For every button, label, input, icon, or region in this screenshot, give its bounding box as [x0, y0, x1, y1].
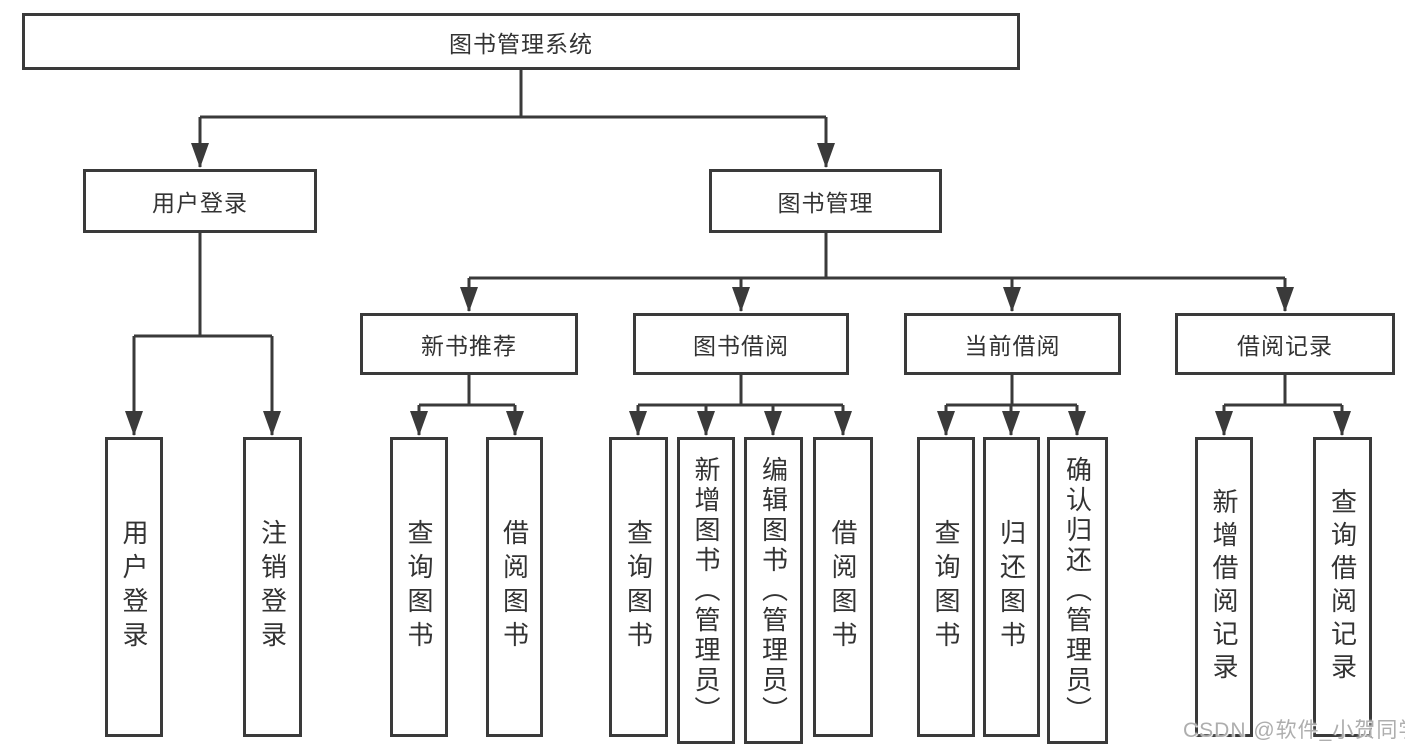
node-root-label: 图书管理系统 [449, 30, 593, 57]
node-book-management: 图书管理 [709, 169, 942, 233]
node-book-borrow-label: 图书借阅 [693, 333, 789, 359]
leaf-return-book: 归还图书 [983, 437, 1040, 737]
leaf-query-book-borrow-label: 查询图书 [623, 519, 654, 655]
leaf-add-book-admin-label: 新增图书（管理员） [691, 455, 721, 726]
leaf-query-book-current: 查询图书 [917, 437, 975, 737]
node-borrow-records: 借阅记录 [1175, 313, 1395, 375]
leaf-add-book-admin: 新增图书（管理员） [677, 437, 735, 744]
leaf-query-book-borrow: 查询图书 [609, 437, 668, 737]
leaf-logout-label: 注销登录 [257, 519, 288, 655]
leaf-add-borrow-record: 新增借阅记录 [1195, 437, 1253, 737]
leaf-borrow-book-label: 借阅图书 [828, 519, 858, 655]
leaf-user-login-label: 用户登录 [119, 519, 149, 655]
node-book-borrow: 图书借阅 [633, 313, 849, 375]
leaf-user-login: 用户登录 [105, 437, 163, 737]
leaf-borrow-book-recommend-label: 借阅图书 [499, 519, 530, 655]
node-root: 图书管理系统 [22, 13, 1020, 70]
leaf-edit-book-admin-label: 编辑图书（管理员） [758, 455, 789, 726]
leaf-return-book-label: 归还图书 [996, 519, 1027, 655]
node-current-borrow-label: 当前借阅 [964, 333, 1061, 359]
leaf-borrow-book-recommend: 借阅图书 [486, 437, 543, 737]
leaf-query-book-recommend: 查询图书 [390, 437, 448, 737]
node-user-login: 用户登录 [83, 169, 317, 233]
leaf-confirm-return-admin-label: 确认归还（管理员） [1062, 455, 1093, 726]
node-borrow-records-label: 借阅记录 [1237, 333, 1333, 359]
node-new-book-recommend-label: 新书推荐 [421, 333, 517, 359]
leaf-query-book-current-label: 查询图书 [931, 519, 961, 655]
leaf-edit-book-admin: 编辑图书（管理员） [744, 437, 803, 744]
node-current-borrow: 当前借阅 [904, 313, 1121, 375]
leaf-query-borrow-record: 查询借阅记录 [1313, 437, 1372, 737]
leaf-borrow-book: 借阅图书 [813, 437, 873, 737]
csdn-watermark: CSDN @软件_小贺同学 [1183, 719, 1405, 742]
leaf-query-book-recommend-label: 查询图书 [404, 519, 434, 655]
leaf-logout: 注销登录 [243, 437, 302, 737]
leaf-query-borrow-record-label: 查询借阅记录 [1327, 488, 1358, 686]
node-book-management-label: 图书管理 [777, 190, 874, 216]
node-user-login-label: 用户登录 [152, 190, 248, 216]
node-new-book-recommend: 新书推荐 [360, 313, 578, 375]
leaf-confirm-return-admin: 确认归还（管理员） [1047, 437, 1108, 744]
leaf-add-borrow-record-label: 新增借阅记录 [1209, 488, 1239, 686]
